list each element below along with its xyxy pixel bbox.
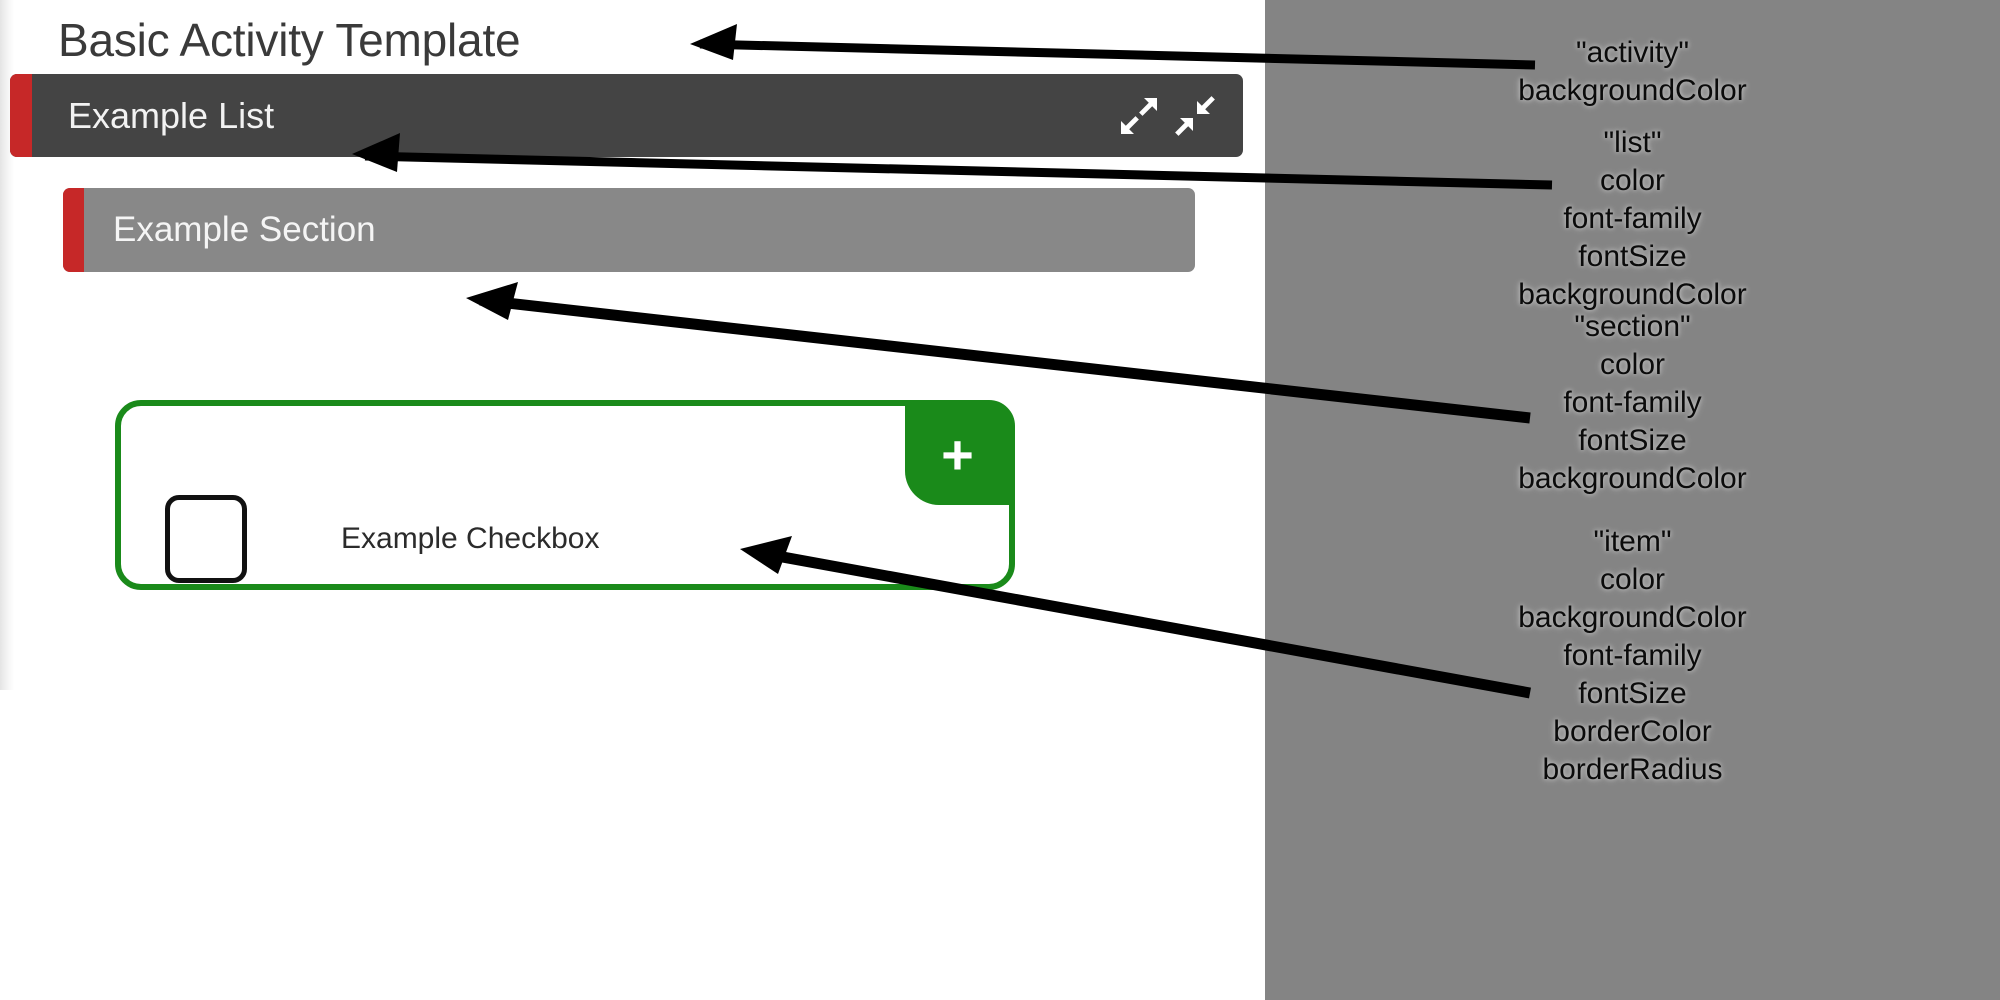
plus-icon: + (941, 422, 974, 486)
annotation-list-prop-3: backgroundColor (1518, 278, 1747, 311)
section-header[interactable]: Example Section (63, 188, 1195, 272)
collapse-icon[interactable] (1175, 96, 1215, 136)
annotation-list-prop-0: color (1599, 164, 1666, 197)
annotation-item-prop-2: font-family (1563, 639, 1702, 672)
annotation-item-prop-1: backgroundColor (1518, 601, 1747, 634)
annotation-item-key: "item" (1593, 525, 1672, 558)
list-header[interactable]: Example List (10, 74, 1243, 157)
section-title: Example Section (113, 210, 376, 249)
example-checkbox[interactable] (165, 495, 247, 583)
annotation-list: "list" color font-family fontSize backgr… (1265, 124, 2000, 314)
annotation-section-prop-1: font-family (1563, 386, 1702, 419)
section-accent-bar (63, 188, 84, 272)
expand-icon[interactable] (1119, 96, 1159, 136)
annotation-item-prop-0: color (1599, 563, 1666, 596)
activity-preview-pane: Basic Activity Template Example List (0, 0, 1265, 690)
annotation-item-prop-3: fontSize (1578, 677, 1687, 710)
preview-left-edge-shading (0, 0, 14, 690)
item-card[interactable]: Example Checkbox (115, 400, 1015, 590)
annotation-panel: "activity" backgroundColor "list" color … (1265, 0, 2000, 1000)
annotation-section: "section" color font-family fontSize bac… (1265, 308, 2000, 498)
list-title: Example List (68, 95, 275, 136)
annotation-list-key: "list" (1603, 126, 1662, 159)
item-label: Example Checkbox (341, 522, 600, 555)
annotation-section-prop-3: backgroundColor (1518, 462, 1747, 495)
annotation-section-prop-2: fontSize (1578, 424, 1687, 457)
list-accent-bar (10, 74, 32, 157)
annotation-list-prop-1: font-family (1563, 202, 1702, 235)
activity-title: Basic Activity Template (58, 14, 521, 66)
list-header-actions (1119, 96, 1215, 136)
add-item-button[interactable]: + (905, 400, 1010, 505)
annotation-section-key: "section" (1574, 310, 1691, 343)
annotation-item-prop-4: borderColor (1553, 715, 1712, 748)
annotation-activity: "activity" backgroundColor (1265, 34, 2000, 110)
annotation-section-prop-0: color (1599, 348, 1666, 381)
annotation-activity-prop-0: backgroundColor (1518, 74, 1747, 107)
annotation-item-prop-5: borderRadius (1542, 753, 1723, 786)
annotation-item: "item" color backgroundColor font-family… (1265, 523, 2000, 789)
annotation-activity-key: "activity" (1576, 36, 1689, 69)
annotation-list-prop-2: fontSize (1578, 240, 1687, 273)
